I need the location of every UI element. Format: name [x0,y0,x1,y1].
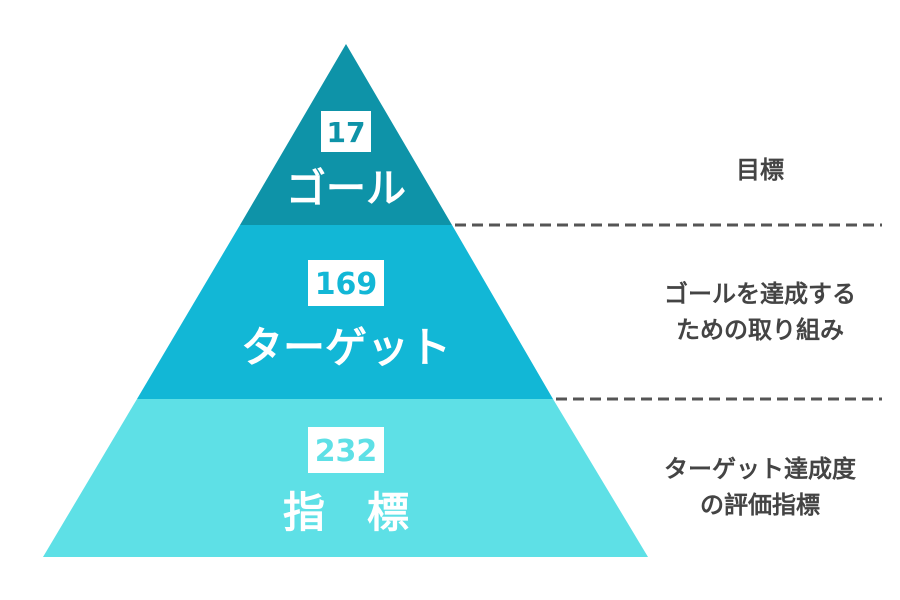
description-target-line-1: ゴールを達成する [664,280,856,308]
tier-target-number-box [308,260,384,306]
description-indicator-line-2: の評価指標 [700,491,820,519]
tier-target-label: ターゲット [241,323,451,372]
description-goal-line-1: 目標 [736,156,784,184]
description-target-line-2: ための取り組み [676,316,844,344]
description-indicator: ターゲット達成度 の評価指標 [620,451,900,523]
tier-target-number: 169 [315,267,378,302]
tier-target-shape [137,225,553,399]
tier-goal-label: ゴール [286,166,406,212]
tier-indicator-number-box [308,427,384,473]
tier-indicator-label: 指 標 [283,488,409,537]
tier-indicator-number: 232 [315,434,378,469]
tier-goal-number-box [321,111,371,152]
description-indicator-line-1: ターゲット達成度 [664,455,856,483]
description-goal: 目標 [660,152,860,188]
tier-goal-number: 17 [327,116,366,149]
description-target: ゴールを達成する ための取り組み [620,276,900,348]
tier-indicator-shape [43,399,648,557]
